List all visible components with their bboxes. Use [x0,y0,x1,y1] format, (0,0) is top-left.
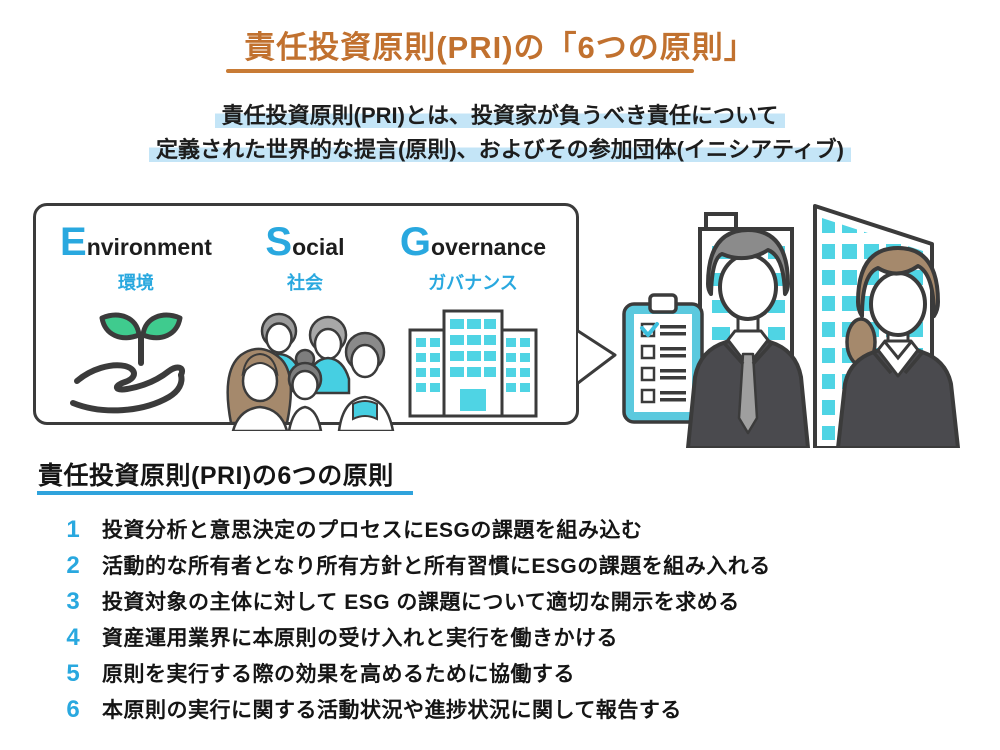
speech-bubble-tail [576,329,617,385]
building-icon [398,305,548,426]
principle-text: 投資対象の主体に対して ESG の課題について適切な開示を求める [102,591,740,614]
checklist-clipboard-icon [622,293,704,424]
environment-label-jp: 環境 [117,273,154,293]
esg-column-governance: Governance ガバナンス [398,220,548,418]
governance-initial: G [399,220,432,264]
environment-word: nvironment [86,234,212,260]
social-label-jp: 社会 [286,273,323,293]
principle-text: 本原則の実行に関する活動状況や進捗状況に関して報告する [102,699,682,722]
people-group-icon [215,305,395,436]
principles-heading: 責任投資原則(PRI)の6つの原則 [38,462,394,490]
principle-text: 投資分析と意思決定のプロセスにESGの課題を組み込む [102,519,643,542]
governance-label-jp: ガバナンス [428,273,518,293]
principle-number: 5 [66,660,80,687]
principle-item-5: 5 原則を実行する際の効果を高めるために協働する [60,658,940,694]
principle-item-4: 4 資産運用業界に本原則の受け入れと実行を働きかける [60,622,940,658]
title-underline [226,69,694,73]
subtitle-line-1: 責任投資原則(PRI)とは、投資家が負うべき責任について [214,103,786,128]
subtitle-line-2: 定義された世界的な提言(原則)、およびその参加団体(イニシアティブ) [149,137,851,162]
principle-text: 原則を実行する際の効果を高めるために協働する [102,663,575,686]
governance-word: overnance [431,234,547,260]
esg-column-environment: Environment 環境 [60,220,212,414]
principle-item-1: 1 投資分析と意思決定のプロセスにESGの課題を組み込む [60,514,940,550]
businesswoman-illustration [836,246,960,448]
esg-column-social: Social 社会 [215,220,395,433]
subtitle: 責任投資原則(PRI)とは、投資家が負うべき責任について 定義された世界的な提言… [0,99,1000,167]
principle-number: 1 [66,516,80,543]
investors-illustration [622,204,960,448]
esg-speech-bubble: Environment 環境 Social 社会 [33,203,579,433]
principle-number: 6 [66,696,80,723]
businessman-illustration [686,228,810,448]
principles-heading-underline [37,491,413,495]
principle-text: 活動的な所有者となり所有方針と所有習慣にESGの課題を組み入れる [102,555,771,578]
environment-initial: E [60,220,87,264]
principle-number: 3 [66,588,80,615]
social-initial: S [265,220,293,264]
principles-list: 1 投資分析と意思決定のプロセスにESGの課題を組み込む 2 活動的な所有者とな… [60,514,940,730]
principle-number: 2 [66,552,80,579]
principle-number: 4 [66,624,80,651]
principle-text: 資産運用業界に本原則の受け入れと実行を働きかける [102,627,618,650]
sprout-hand-icon [69,305,203,428]
principle-item-3: 3 投資対象の主体に対して ESG の課題について適切な開示を求める [60,586,940,622]
principle-item-2: 2 活動的な所有者となり所有方針と所有習慣にESGの課題を組み入れる [60,550,940,586]
principle-item-6: 6 本原則の実行に関する活動状況や進捗状況に関して報告する [60,694,940,730]
page-title: 責任投資原則(PRI)の「6つの原則」 [244,30,756,65]
social-word: ocial [292,234,345,260]
